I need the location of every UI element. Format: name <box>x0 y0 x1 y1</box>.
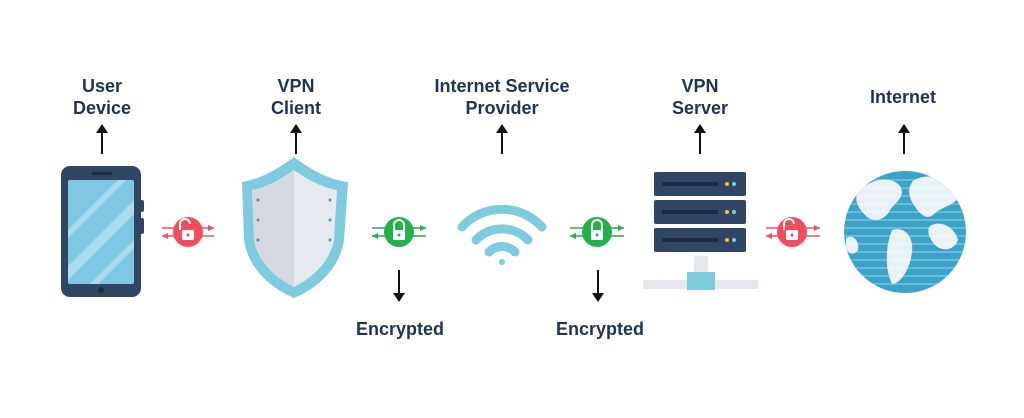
label-line: Internet <box>869 87 936 107</box>
down-arrow-icon <box>393 270 405 302</box>
label-isp: Internet Service Provider <box>412 75 592 119</box>
label-line: VPN <box>277 76 315 96</box>
smartphone-icon <box>61 166 144 297</box>
up-arrow-icon <box>290 124 302 154</box>
lock-open-icon <box>162 217 214 247</box>
caption-encrypted: Encrypted <box>355 319 445 339</box>
caption-encrypted: Encrypted <box>555 319 645 339</box>
label-user-device: User Device <box>52 75 152 119</box>
wifi-icon <box>457 204 547 265</box>
label-line: VPN <box>681 76 719 96</box>
globe-icon <box>844 171 966 293</box>
up-arrow-icon <box>496 124 508 154</box>
up-arrow-icon <box>96 124 108 154</box>
lock-closed-icon <box>372 217 426 247</box>
lock-open-icon <box>766 217 820 247</box>
down-arrow-icon <box>592 270 604 302</box>
lock-closed-icon <box>570 217 624 247</box>
label-line: Internet Service <box>434 76 570 96</box>
up-arrow-icon <box>694 124 706 154</box>
label-line: Client <box>270 98 321 118</box>
server-icon <box>643 172 758 290</box>
up-arrow-icon <box>898 124 910 154</box>
label-line: User <box>81 76 123 96</box>
shield-icon <box>242 157 348 298</box>
label-vpn-client: VPN Client <box>246 75 346 119</box>
label-internet: Internet <box>853 86 953 108</box>
label-line: Server <box>671 98 729 118</box>
label-line: Provider <box>465 98 539 118</box>
label-vpn-server: VPN Server <box>650 75 750 119</box>
label-line: Device <box>72 98 132 118</box>
